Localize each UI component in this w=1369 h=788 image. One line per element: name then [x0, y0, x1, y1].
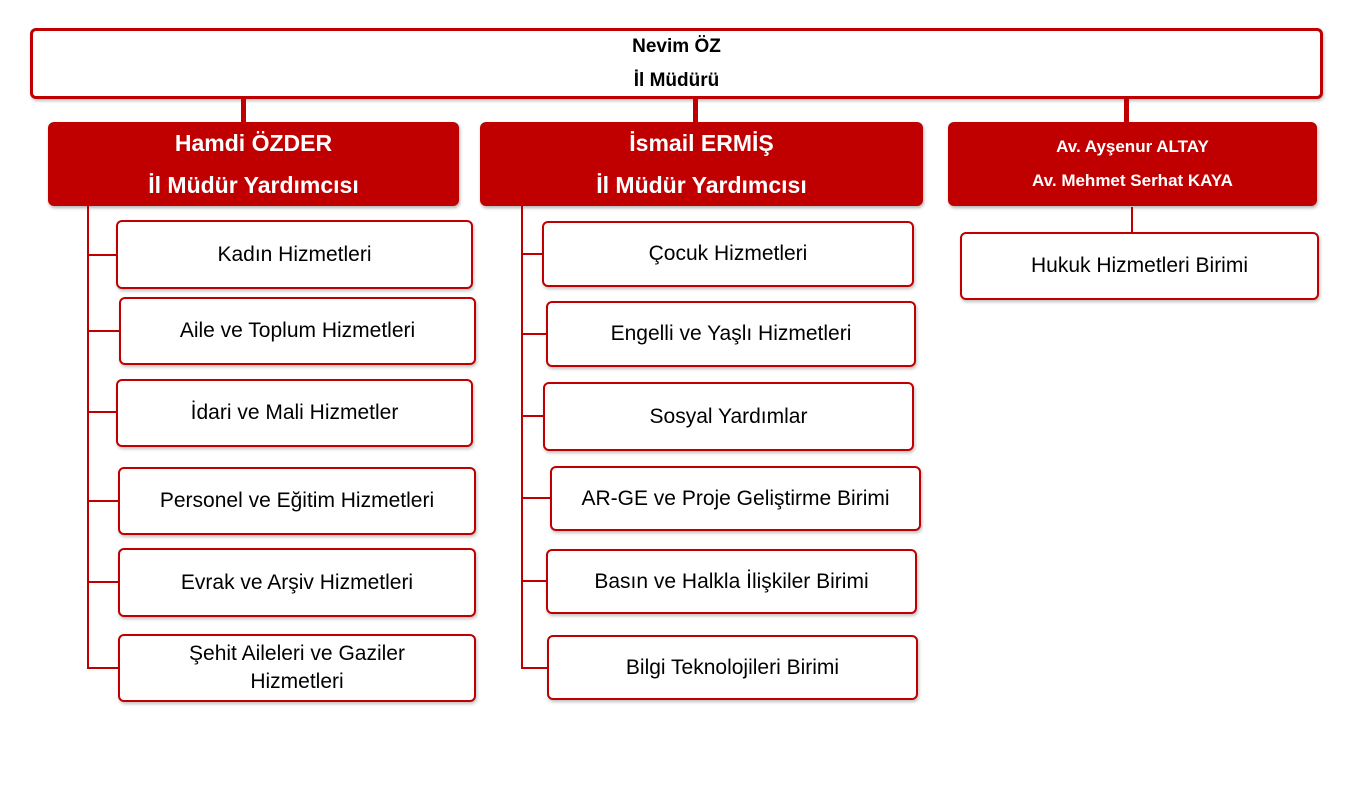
director-box: Nevim ÖZ İl Müdürü [30, 28, 1323, 99]
unit-hukuk-hizmetleri: Hukuk Hizmetleri Birimi [960, 232, 1319, 300]
deputy1-name: Hamdi ÖZDER [174, 130, 333, 156]
deputy2-box: İsmail ERMİŞ İl Müdür Yardımcısı [480, 122, 923, 206]
unit-label: Personel ve Eğitim Hizmetleri [159, 489, 435, 512]
unit-aile-toplum-hizmetleri: Aile ve Toplum Hizmetleri [119, 297, 476, 365]
connector-director-legal [1124, 99, 1129, 123]
deputy2-title: İl Müdür Yardımcısı [596, 172, 807, 198]
unit-label: Evrak ve Arşiv Hizmetleri [180, 570, 414, 594]
unit-sosyal-yardimlar: Sosyal Yardımlar [543, 382, 914, 451]
deputy1-branch [87, 667, 120, 669]
deputy2-branch [521, 497, 551, 499]
unit-label: İdari ve Mali Hizmetler [190, 401, 399, 424]
deputy1-box: Hamdi ÖZDER İl Müdür Yardımcısı [48, 122, 459, 206]
deputy2-branch [521, 667, 548, 669]
deputy1-branch [87, 500, 120, 502]
unit-label: Kadın Hizmetleri [217, 242, 372, 266]
legal-connector [1131, 207, 1133, 233]
unit-engelli-yasli-hizmetleri: Engelli ve Yaşlı Hizmetleri [546, 301, 916, 367]
deputy1-title: İl Müdür Yardımcısı [148, 172, 359, 198]
director-title: İl Müdürü [633, 69, 720, 91]
unit-label: Aile ve Toplum Hizmetleri [179, 319, 416, 342]
unit-personel-egitim-hizmetleri: Personel ve Eğitim Hizmetleri [118, 467, 476, 535]
deputy1-branch [87, 581, 120, 583]
unit-label: Basın ve Halkla İlişkiler Birimi [594, 569, 869, 593]
unit-bilgi-teknolojileri: Bilgi Teknolojileri Birimi [547, 635, 918, 700]
deputy1-branch [87, 254, 118, 256]
director-name: Nevim ÖZ [632, 35, 721, 57]
unit-idari-mali-hizmetler: İdari ve Mali Hizmetler [116, 379, 473, 447]
deputy2-branch [521, 415, 544, 417]
unit-label: Çocuk Hizmetleri [648, 242, 808, 265]
deputy1-branch [87, 411, 118, 413]
unit-label: Bilgi Teknolojileri Birimi [625, 655, 840, 679]
unit-kadin-hizmetleri: Kadın Hizmetleri [116, 220, 473, 289]
unit-label: Şehit Aileleri ve Gaziler Hizmetleri [189, 642, 405, 693]
legal-name-1: Av. Ayşenur ALTAY [1056, 137, 1209, 156]
connector-director-deputy1 [241, 99, 246, 123]
deputy2-name: İsmail ERMİŞ [629, 130, 774, 156]
legal-name-2: Av. Mehmet Serhat KAYA [1032, 171, 1233, 190]
deputy1-trunk [87, 206, 89, 669]
unit-label: Hukuk Hizmetleri Birimi [1030, 254, 1249, 277]
deputy2-trunk [521, 206, 523, 669]
unit-label: Engelli ve Yaşlı Hizmetleri [610, 322, 852, 345]
unit-basin-halkla-iliskiler: Basın ve Halkla İlişkiler Birimi [546, 549, 917, 614]
unit-label: Sosyal Yardımlar [649, 404, 808, 428]
unit-sehit-aileleri-gaziler: Şehit Aileleri ve Gaziler Hizmetleri [118, 634, 476, 702]
unit-arge-proje-gelistirme: AR-GE ve Proje Geliştirme Birimi [550, 466, 921, 531]
unit-cocuk-hizmetleri: Çocuk Hizmetleri [542, 221, 914, 287]
deputy1-branch [87, 330, 120, 332]
deputy2-branch [521, 333, 547, 335]
unit-evrak-arsiv-hizmetleri: Evrak ve Arşiv Hizmetleri [118, 548, 476, 617]
connector-director-deputy2 [693, 99, 698, 123]
unit-label: AR-GE ve Proje Geliştirme Birimi [581, 486, 890, 510]
deputy2-branch [521, 580, 547, 582]
legal-box: Av. Ayşenur ALTAY Av. Mehmet Serhat KAYA [948, 122, 1317, 206]
deputy2-branch [521, 253, 543, 255]
